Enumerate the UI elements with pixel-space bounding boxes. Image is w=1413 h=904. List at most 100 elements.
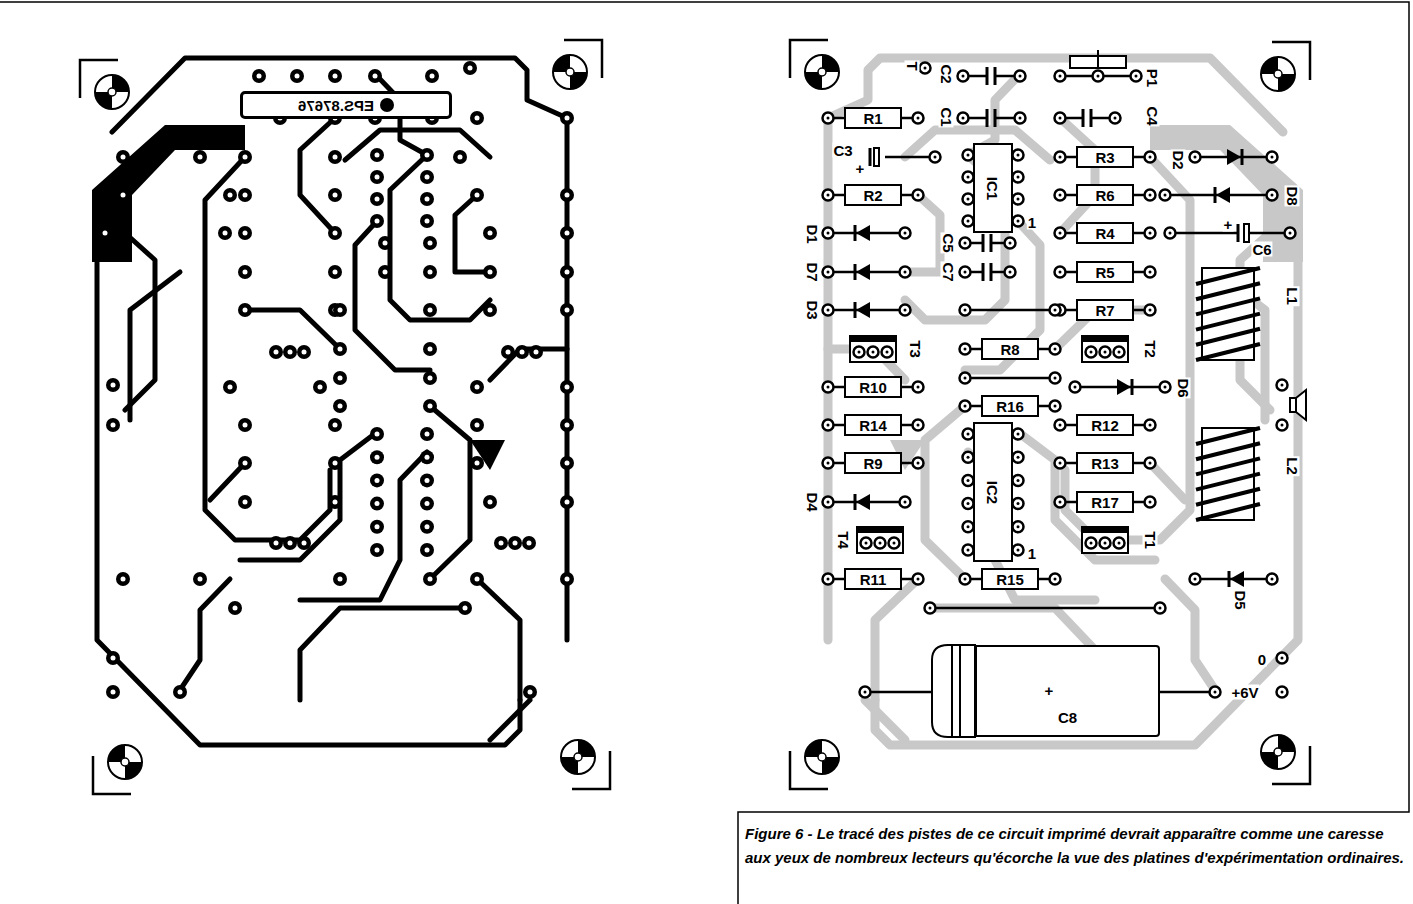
wire-link [930,607,1160,610]
capacitor-plate [990,234,993,252]
capacitor-plate [1244,224,1249,242]
pad [913,382,924,393]
pad [98,226,112,240]
pad [333,303,347,317]
part-label: T3 [908,339,923,359]
pad [960,305,971,316]
part-label: T1 [1143,530,1158,550]
resistor-body: R1 [844,107,902,129]
part-name: R8 [1000,342,1019,357]
pad [913,420,924,431]
pad [420,192,434,206]
part-label: + [1044,683,1055,698]
pad [420,214,434,228]
pad [860,687,871,698]
pad [1070,382,1081,393]
capacitor-plate [994,67,997,85]
pad [370,427,384,441]
pad [238,418,252,432]
pad [1015,113,1026,124]
resistor-body: R16 [981,395,1039,417]
pad [333,399,347,413]
diode-symbol [1230,571,1244,587]
pad [423,371,437,385]
capacitor-plate [869,148,872,166]
pad [470,572,484,586]
pad [963,521,974,532]
pad [522,536,536,550]
pad [1145,305,1156,316]
pad [1145,152,1156,163]
pad [106,418,120,432]
pad [515,345,529,359]
pad [823,228,834,239]
wire-link [965,309,1055,312]
lead [1170,232,1238,235]
part-label: L1 [1285,286,1300,306]
pad [960,373,971,384]
diode-symbol [1227,149,1241,165]
pad [1005,267,1016,278]
pad [463,61,477,75]
pad [1145,228,1156,239]
pad [368,69,382,83]
pad [854,347,865,358]
pad [423,303,437,317]
part-name: R12 [1091,418,1119,433]
pad [1145,190,1156,201]
pad [913,190,924,201]
pad [106,651,120,665]
pad [238,303,252,317]
coil-winding [1196,314,1260,330]
pad [370,214,384,228]
pad [960,267,971,278]
pad [483,495,497,509]
resistor-body: R9 [844,452,902,474]
diode-symbol [856,264,870,280]
pad [1013,452,1024,463]
pad [823,190,834,201]
board-reference: EPS.87676 [298,98,374,113]
pad [420,520,434,534]
lead [885,156,935,159]
pad [560,456,574,470]
pad [453,150,467,164]
pad [823,420,834,431]
part-label: +6V [1230,685,1259,700]
pad [238,456,252,470]
pad [420,473,434,487]
resistor-body: R2 [844,184,902,206]
pad [1086,538,1097,549]
ic-package: IC2 [973,422,1013,562]
pad [1013,194,1024,205]
pad [529,345,543,359]
resistor-body: R7 [1076,299,1134,321]
pad [501,345,515,359]
pad [1267,152,1278,163]
part-name: R17 [1091,495,1119,510]
part-name: R16 [996,399,1024,414]
pad [1210,687,1221,698]
pad [370,520,384,534]
diode-bar [1241,149,1244,165]
pad [370,170,384,184]
pad [963,150,974,161]
part-name: R1 [863,111,882,126]
copper-tracks [92,58,567,745]
resistor-body: R13 [1076,452,1134,474]
coil-winding [1196,344,1260,360]
part-label: D8 [1285,185,1300,206]
pad [963,194,974,205]
coil-winding [1196,298,1260,314]
pad [1015,71,1026,82]
pad [913,458,924,469]
capacitor-plate [1082,109,1085,127]
pad [1145,497,1156,508]
part-name: R2 [863,188,882,203]
pad [560,495,574,509]
pad [823,497,834,508]
pad [1145,267,1156,278]
pad [963,172,974,183]
pad [420,427,434,441]
pad [494,536,508,550]
